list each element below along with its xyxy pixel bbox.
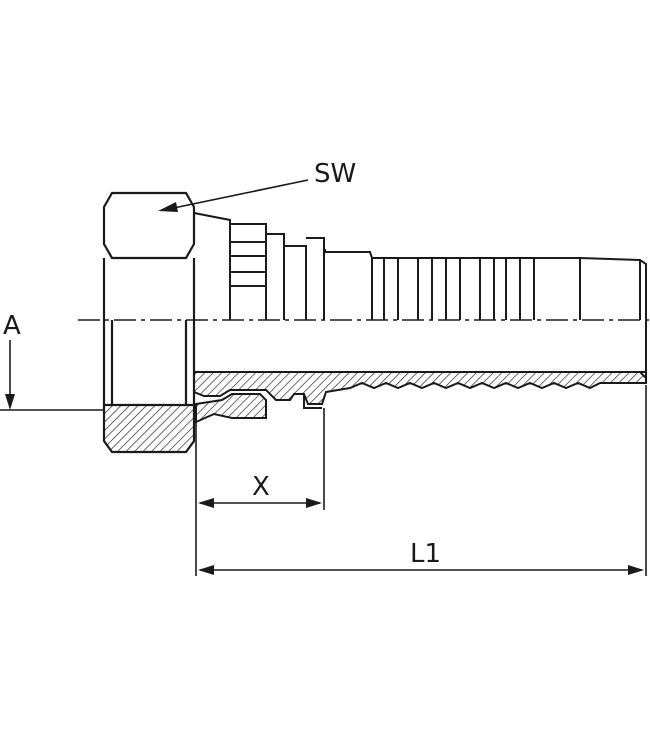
serration-ribs: [383, 258, 535, 320]
l1-dimension: [198, 565, 644, 575]
a-label: A: [3, 311, 21, 341]
x-label: X: [252, 472, 270, 502]
nut-section-hatch: [102, 403, 196, 454]
nipple-collar: [193, 212, 326, 320]
sw-leader: [158, 179, 309, 212]
body-section-hatch: [193, 371, 647, 405]
a-dimension: [0, 340, 104, 411]
hex-nut: [102, 191, 196, 454]
hose-tail: [324, 251, 647, 320]
l1-label: L1: [410, 539, 441, 569]
sw-label: SW: [314, 159, 356, 189]
o-ring-seat: [195, 393, 267, 424]
fitting-section: [193, 320, 647, 424]
x-dimension: [198, 498, 322, 508]
